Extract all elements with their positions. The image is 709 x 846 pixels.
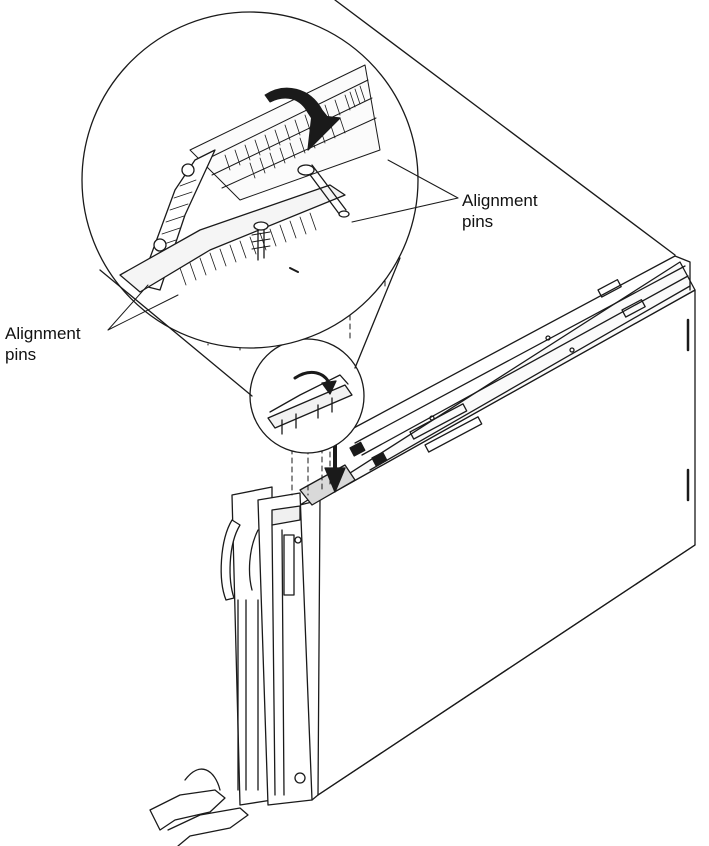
front-bezel-right [257, 492, 313, 806]
callout-pointer [107, 294, 179, 331]
blade-side-panel [317, 289, 696, 796]
rail-slot [621, 299, 646, 318]
blade-server [149, 0, 696, 846]
release-lever [220, 519, 241, 601]
callout-text: Alignment [5, 324, 81, 343]
rail-slot [409, 403, 468, 440]
rail-slot [597, 279, 622, 298]
rail-slot [424, 416, 483, 453]
alignment-pins-callout-top: Alignment pins [462, 190, 538, 232]
magnified-detail [81, 11, 459, 397]
callout-pointer [107, 284, 149, 331]
callout-text: Alignment [462, 191, 538, 210]
callout-text: pins [462, 212, 494, 231]
inset-small-circle [249, 338, 365, 454]
blade-feet [149, 789, 226, 831]
callout-pointer [387, 159, 459, 199]
callout-text: pins [5, 345, 37, 364]
alignment-pins-callout-left: Alignment pins [5, 323, 81, 365]
captive-screws [251, 164, 350, 273]
callout-pointer [351, 197, 459, 223]
